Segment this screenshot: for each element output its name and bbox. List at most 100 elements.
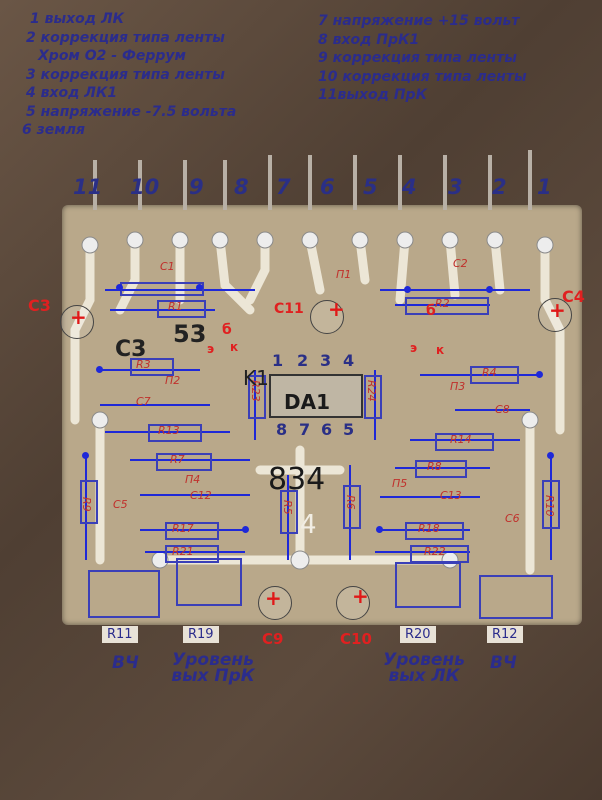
component-label: R9 xyxy=(80,497,93,512)
output-level-right: Уровень вых ЛК xyxy=(383,650,465,686)
component-label: R3 xyxy=(136,358,151,371)
ic-pin-number: 1 xyxy=(272,351,284,370)
component-r1 xyxy=(157,300,206,318)
component-label: C13 xyxy=(440,489,462,502)
transistor-base-label: б xyxy=(426,303,436,319)
pin-number: 7 xyxy=(276,175,291,199)
pin-number: 4 xyxy=(402,175,417,199)
trimmer-r20 xyxy=(395,562,461,608)
ic-pin-number: 5 xyxy=(343,420,355,439)
component-label: R24 xyxy=(365,380,378,402)
capacitor-c4 xyxy=(538,298,572,332)
component-label: R18 xyxy=(418,522,440,535)
capacitor-c10-label: C10 xyxy=(340,630,372,648)
solder-point xyxy=(82,452,89,459)
pin-number: 9 xyxy=(189,175,204,199)
component-label: R14 xyxy=(450,433,472,446)
plus-icon: + xyxy=(549,298,566,322)
ic-label: DA1 xyxy=(284,390,330,414)
transistor-emitter-label: э xyxy=(410,341,418,355)
component-label: C8 xyxy=(495,403,510,416)
capacitor-c3-label: C3 xyxy=(28,296,51,315)
component-r24 xyxy=(364,375,382,419)
component-r6 xyxy=(343,485,361,529)
component-r3 xyxy=(130,358,174,376)
silkscreen-text: 4 xyxy=(300,510,317,540)
component-label: П1 xyxy=(336,268,352,281)
hf-label-right: ВЧ xyxy=(490,653,517,673)
component-r13 xyxy=(148,424,202,442)
component-label: R10 xyxy=(543,495,556,517)
pin-number: 10 xyxy=(130,175,160,199)
solder-point xyxy=(376,526,383,533)
capacitor-c9-label: C9 xyxy=(262,630,284,648)
component-r21 xyxy=(165,545,219,563)
pin-number: 2 xyxy=(492,175,507,199)
silkscreen-text: 53 xyxy=(173,320,207,348)
component-r4 xyxy=(470,366,519,384)
plus-icon: + xyxy=(265,586,282,610)
component-label: П4 xyxy=(185,473,201,486)
component-label: R8 xyxy=(427,460,442,473)
ic-pin-number: 3 xyxy=(320,351,332,370)
component-c1 xyxy=(120,282,204,296)
component-r2 xyxy=(405,297,489,315)
component-r10 xyxy=(542,480,560,529)
legend-item: Хром О2 - Феррум xyxy=(38,48,186,64)
pin-number: 1 xyxy=(537,175,552,199)
component-r9 xyxy=(80,480,98,524)
transistor-base-label: б xyxy=(222,322,232,338)
component-label: R21 xyxy=(172,545,194,558)
component-label: R17 xyxy=(172,522,194,535)
legend-item: 6 земля xyxy=(22,122,85,138)
capacitor-c9 xyxy=(258,586,292,620)
component-label: R6 xyxy=(344,495,357,510)
legend-item: 5 напряжение -7.5 вольта xyxy=(26,103,237,120)
component-label: П2 xyxy=(165,374,181,387)
solder-point xyxy=(486,286,493,293)
solder-point xyxy=(242,526,249,533)
transistor-collector-label: к xyxy=(436,343,445,357)
legend-right: 7 напряжение +15 вольт 8 вход ПрК1 9 кор… xyxy=(318,12,527,105)
component-r7 xyxy=(156,453,212,471)
trimmer-r19-label: R19 xyxy=(183,626,219,643)
component-label: R4 xyxy=(482,366,497,379)
ic-pin-number: 7 xyxy=(299,420,311,439)
component-label: C5 xyxy=(113,498,128,511)
solder-point xyxy=(536,371,543,378)
solder-point xyxy=(116,284,123,291)
legend-item: 11выход ПрК xyxy=(318,87,428,103)
plus-icon: + xyxy=(352,584,369,608)
silkscreen-text: K1 xyxy=(243,366,269,390)
legend-item: 8 вход ПрК1 xyxy=(318,31,420,48)
component-label: C12 xyxy=(190,489,212,502)
capacitor-c4-label: C4 xyxy=(562,287,585,306)
output-level-left: Уровень вых ПрК xyxy=(171,650,255,686)
ic-pin-number: 6 xyxy=(321,420,333,439)
trimmer-r12-label: R12 xyxy=(487,626,523,643)
legend-item: 3 коррекция типа ленты xyxy=(26,66,225,83)
ic-pin-number: 8 xyxy=(276,420,288,439)
component-r5 xyxy=(280,490,298,534)
capacitor-c3 xyxy=(60,305,94,339)
legend-item: 10 коррекция типа ленты xyxy=(318,68,527,85)
component-label: R2 xyxy=(435,297,450,310)
solder-point xyxy=(547,452,554,459)
component-label: R22 xyxy=(424,545,446,558)
component-label: R23 xyxy=(249,380,262,402)
trimmer-r19 xyxy=(176,558,242,606)
legend-item: 1 выход ЛК xyxy=(30,11,125,27)
trimmer-r11 xyxy=(88,570,160,618)
solder-point xyxy=(404,286,411,293)
pin-number: 8 xyxy=(234,175,249,199)
legend-item: 7 напряжение +15 вольт xyxy=(318,13,520,29)
transistor-collector-label: к xyxy=(230,340,239,354)
trimmer-r11-label: R11 xyxy=(102,626,138,643)
component-label: П3 xyxy=(450,380,466,393)
component-label: C7 xyxy=(136,395,151,408)
capacitor-c10 xyxy=(336,586,370,620)
silkscreen-text: C3 xyxy=(115,337,147,362)
component-label: C6 xyxy=(505,512,520,525)
component-label: R7 xyxy=(170,453,185,466)
